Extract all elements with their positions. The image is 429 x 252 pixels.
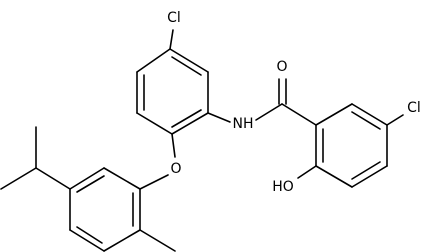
bond-carbonyl-c-to-ringB xyxy=(281,103,317,126)
bond-ringA-double-2 xyxy=(171,109,202,128)
bond-n-to-carbonyl-c xyxy=(255,103,283,121)
chlorine-label-top: Cl xyxy=(167,10,181,26)
bond-ringA-3 xyxy=(171,112,209,135)
bond-ringC-double-3 xyxy=(76,175,105,193)
bond-ringC-to-methyl xyxy=(139,229,176,252)
bond-ringC-to-isopropyl xyxy=(35,167,71,190)
bond-ringB-5 xyxy=(315,165,353,188)
bond-ringA-to-ether-o xyxy=(171,133,176,158)
bond-ringC-2 xyxy=(103,229,141,252)
hydroxyl-label: HO xyxy=(272,179,294,195)
chlorine-label-right: Cl xyxy=(407,100,421,116)
bond-ringB-to-cl xyxy=(386,114,404,126)
bond-ringA-double-1 xyxy=(171,56,202,76)
bond-ether-o-to-ringC xyxy=(139,174,169,190)
bond-ringB-4 xyxy=(351,165,388,188)
carbonyl-oxygen-label: O xyxy=(276,59,287,75)
bond-ringC-5 xyxy=(69,167,105,190)
ether-oxygen-label: O xyxy=(170,161,181,177)
bond-ringA-to-n xyxy=(207,112,231,123)
bond-lines xyxy=(0,29,404,252)
bond-ringA-4 xyxy=(136,112,173,135)
bond-ringC-3 xyxy=(69,229,105,252)
bond-ringA-1 xyxy=(169,48,209,73)
bond-ringC-double-2 xyxy=(76,226,103,244)
amide-nh-label: NH xyxy=(233,116,254,132)
bond-ringA-to-cl xyxy=(169,29,174,50)
bond-ringB-to-oh xyxy=(297,165,317,179)
bond-ringB-1 xyxy=(315,103,353,126)
bond-ringA-6 xyxy=(136,48,171,73)
bond-ringC-6 xyxy=(103,167,141,190)
atom-labels: Cl O Cl NH O HO xyxy=(167,10,421,195)
bond-ringB-double-2 xyxy=(351,161,381,180)
bond-ringB-double-1 xyxy=(351,111,381,130)
bond-isopropyl-branch-left xyxy=(0,167,37,190)
bond-ringB-2 xyxy=(351,103,388,126)
